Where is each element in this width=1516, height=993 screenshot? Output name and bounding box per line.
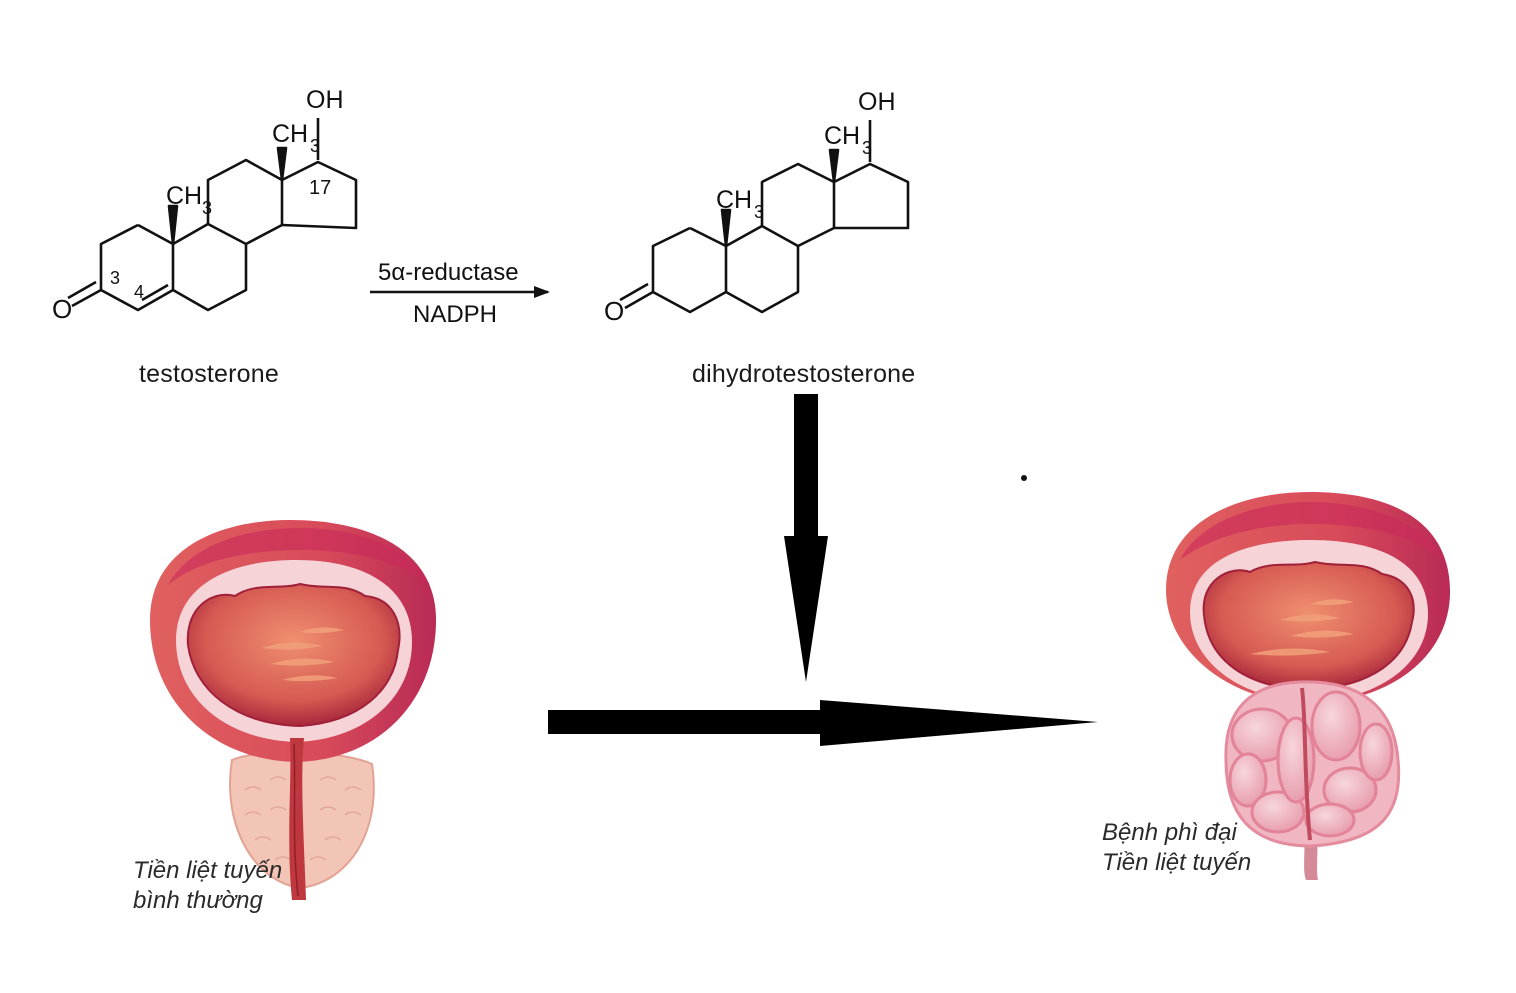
dht-effect-arrows	[548, 394, 1098, 746]
stray-dot	[1021, 475, 1027, 481]
ch3-subscript: 3	[202, 198, 212, 218]
enlarged-prostate-caption-line2: Tiền liệt tuyến	[1102, 849, 1252, 876]
ch3-label: CH	[166, 182, 202, 210]
ch3-subscript: 3	[754, 202, 764, 222]
enzyme-label: 5α-reductase	[378, 259, 519, 286]
oh-label: OH	[306, 86, 344, 114]
oxygen-label: O	[52, 294, 72, 324]
normal-prostate-illustration	[150, 520, 436, 900]
ch3-label: CH	[272, 120, 308, 148]
dihydrotestosterone-structure	[619, 120, 910, 314]
oxygen-label: O	[604, 296, 624, 326]
right-arrow-head	[820, 700, 1098, 746]
oh-label: OH	[858, 88, 896, 116]
enlarged-prostate-illustration	[1166, 492, 1450, 880]
cofactor-label: NADPH	[413, 301, 497, 328]
down-arrow-shaft	[794, 394, 818, 542]
right-arrow-shaft	[548, 710, 824, 734]
ch3-label: CH	[716, 186, 752, 214]
reaction-arrow: 5α-reductase NADPH	[370, 259, 550, 328]
enlarged-prostate-caption: Bệnh phì đại Tiền liệt tuyến	[1102, 818, 1251, 878]
carbon-17-label: 17	[309, 177, 331, 199]
testosterone-atom-labels: OH CH 3 CH 3 17 3 4 O	[52, 86, 344, 324]
normal-prostate-caption: Tiền liệt tuyến bình thường	[133, 856, 282, 916]
dihydrotestosterone-name: dihydrotestosterone	[692, 360, 916, 388]
normal-prostate-caption-line1: Tiền liệt tuyến	[133, 857, 283, 884]
enlarged-prostate-caption-line1: Bệnh phì đại	[1102, 819, 1237, 846]
carbon-3-label: 3	[110, 268, 120, 288]
ch3-subscript: 3	[310, 136, 320, 156]
carbon-4-label: 4	[134, 282, 144, 302]
dihydrotestosterone-atom-labels: OH CH 3 CH 3 O	[604, 88, 896, 326]
down-arrow-head	[784, 536, 828, 682]
testosterone-name: testosterone	[139, 360, 279, 388]
ch3-label: CH	[824, 122, 860, 150]
ch3-subscript: 3	[862, 138, 872, 158]
testosterone-structure	[67, 146, 358, 312]
normal-prostate-caption-line2: bình thường	[133, 887, 263, 914]
